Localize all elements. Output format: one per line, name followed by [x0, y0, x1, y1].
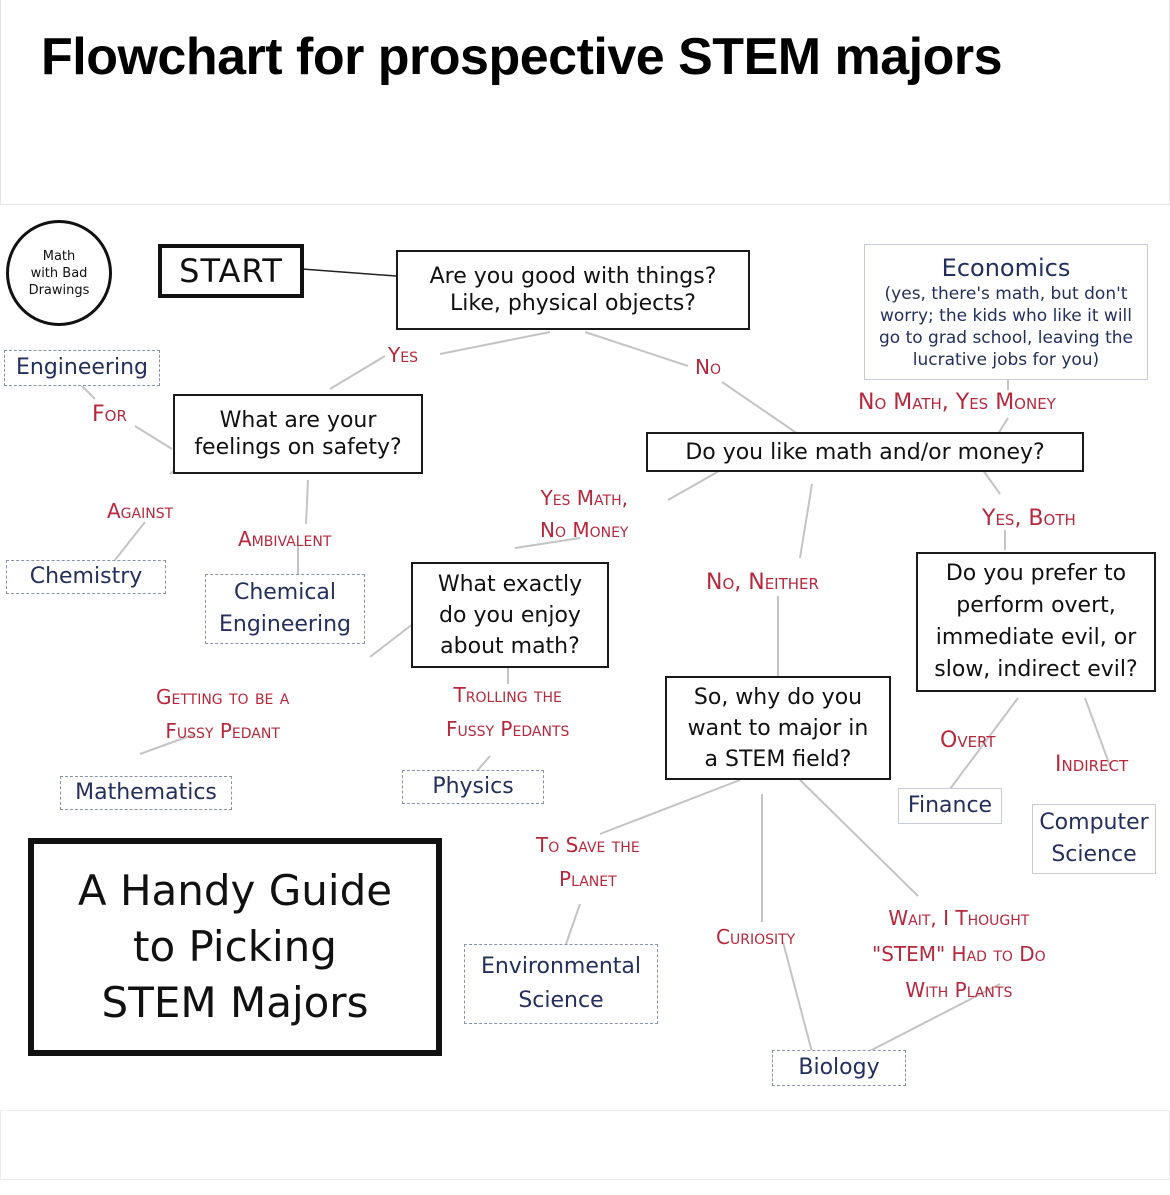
major-finance: Finance: [898, 788, 1002, 824]
major-environmental-science: Environmental Science: [464, 944, 658, 1024]
label-line: "STEM" Had to Do: [872, 942, 1046, 966]
major-chemistry: Chemistry: [6, 560, 166, 594]
label-line: No Money: [540, 518, 629, 542]
logo-line: with Bad: [30, 265, 88, 281]
edge-label-yes: Yes: [388, 343, 418, 367]
edge-label-plants: Wait, I Thought "STEM" Had to Do With Pl…: [872, 900, 1046, 1008]
question-math-and-or-money: Do you like math and/or money?: [646, 432, 1084, 472]
question-enjoy-about-math: What exactly do you enjoy about math?: [411, 562, 609, 668]
major-mathematics: Mathematics: [60, 776, 232, 810]
major-note-line: (yes, there's math, but don't: [884, 284, 1128, 304]
label-line: Planet: [559, 867, 617, 891]
edge-label-no-math-yes-money: No Math, Yes Money: [858, 390, 1056, 415]
major-label: Science: [1051, 842, 1137, 867]
major-label: Chemistry: [29, 564, 143, 589]
major-label: Environmental: [480, 954, 642, 979]
major-note-line: go to grad school, leaving the: [878, 328, 1134, 348]
question-line: Are you good with things?: [429, 264, 717, 289]
question-why-stem: So, why do you want to major in a STEM f…: [665, 676, 891, 780]
question-line: So, why do you: [693, 684, 863, 710]
major-label: Computer: [1039, 810, 1149, 835]
edge-label-no-neither: No, Neither: [706, 570, 819, 595]
label-line: Trolling the: [453, 683, 562, 707]
major-label: Science: [518, 988, 604, 1013]
guide-title-line: to Picking: [133, 922, 337, 971]
major-computer-science: Computer Science: [1032, 804, 1156, 874]
edge-label-overt: Overt: [940, 728, 996, 753]
label-line: With Plants: [905, 978, 1013, 1002]
edge-label-no: No: [695, 355, 721, 379]
major-label: Finance: [907, 793, 993, 818]
logo-line: Math: [42, 248, 76, 264]
question-line: Do you prefer to: [945, 561, 1127, 586]
post-title: Flowchart for prospective STEM majors: [41, 28, 1003, 86]
label-line: Fussy Pedant: [165, 719, 280, 743]
question-line: What are your: [219, 408, 377, 433]
question-line: perform overt,: [956, 593, 1116, 618]
major-biology: Biology: [772, 1050, 906, 1086]
edge-label-indirect: Indirect: [1055, 752, 1129, 777]
major-chemical-engineering: Chemical Engineering: [205, 574, 365, 644]
question-line: feelings on safety?: [194, 435, 402, 460]
question-feelings-on-safety: What are your feelings on safety?: [173, 394, 423, 474]
question-line: want to major in: [687, 715, 869, 741]
question-line: a STEM field?: [704, 746, 852, 772]
question-line: immediate evil, or: [935, 625, 1137, 650]
major-engineering: Engineering: [4, 350, 160, 386]
edge-label-yes-math-no-money: Yes Math, No Money: [540, 482, 628, 546]
label-line: Wait, I Thought: [888, 906, 1030, 930]
edge-label-trolling-pedants: Trolling the Fussy Pedants: [446, 678, 569, 746]
label-line: To Save the: [536, 833, 640, 857]
question-line: Do you like math and/or money?: [685, 439, 1045, 465]
guide-title-line: A Handy Guide: [77, 866, 393, 915]
guide-title-line: STEM Majors: [101, 978, 369, 1027]
edge-label-ambivalent: Ambivalent: [238, 527, 332, 551]
major-title: Economics: [941, 254, 1071, 282]
question-line: about math?: [440, 633, 580, 659]
major-note-line: worry; the kids who like it will: [880, 306, 1132, 326]
major-economics: Economics (yes, there's math, but don't …: [864, 244, 1148, 380]
major-label: Physics: [432, 774, 514, 799]
edge-label-yes-both: Yes, Both: [982, 506, 1076, 531]
major-note-line: lucrative jobs for you): [912, 350, 1100, 370]
edge-label-fussy-pedant: Getting to be a Fussy Pedant: [156, 680, 289, 748]
major-label: Biology: [798, 1055, 880, 1080]
edge-label-against: Against: [107, 499, 174, 523]
logo-line: Drawings: [28, 282, 90, 298]
post-header: Flowchart for prospective STEM majors: [0, 0, 1170, 205]
major-label: Mathematics: [75, 780, 217, 805]
major-label: Engineering: [16, 355, 148, 380]
label-line: Getting to be a: [156, 685, 290, 709]
major-label: Engineering: [219, 612, 351, 637]
label-line: Yes Math,: [540, 486, 628, 510]
post-footer: [0, 1110, 1170, 1180]
question-line: Like, physical objects?: [450, 291, 696, 316]
start-label: START: [179, 252, 283, 290]
major-physics: Physics: [402, 770, 544, 804]
edge-label-curiosity: Curiosity: [716, 925, 796, 949]
question-line: What exactly: [437, 571, 583, 597]
question-good-with-things: Are you good with things? Like, physical…: [396, 250, 750, 330]
question-line: do you enjoy: [439, 602, 581, 628]
edge-label-for: For: [92, 402, 127, 427]
start-node: START: [158, 244, 304, 298]
major-label: Chemical: [233, 580, 337, 605]
question-line: slow, indirect evil?: [934, 657, 1138, 682]
guide-title-box: A Handy Guide to Picking STEM Majors: [28, 838, 442, 1056]
math-with-bad-drawings-logo: Math with Bad Drawings: [6, 220, 112, 326]
flowchart-image: Math with Bad Drawings START Are you goo…: [0, 204, 1170, 1110]
question-overt-or-indirect-evil: Do you prefer to perform overt, immediat…: [916, 552, 1156, 692]
label-line: Fussy Pedants: [446, 717, 570, 741]
edge-label-save-the-planet: To Save the Planet: [536, 828, 640, 896]
